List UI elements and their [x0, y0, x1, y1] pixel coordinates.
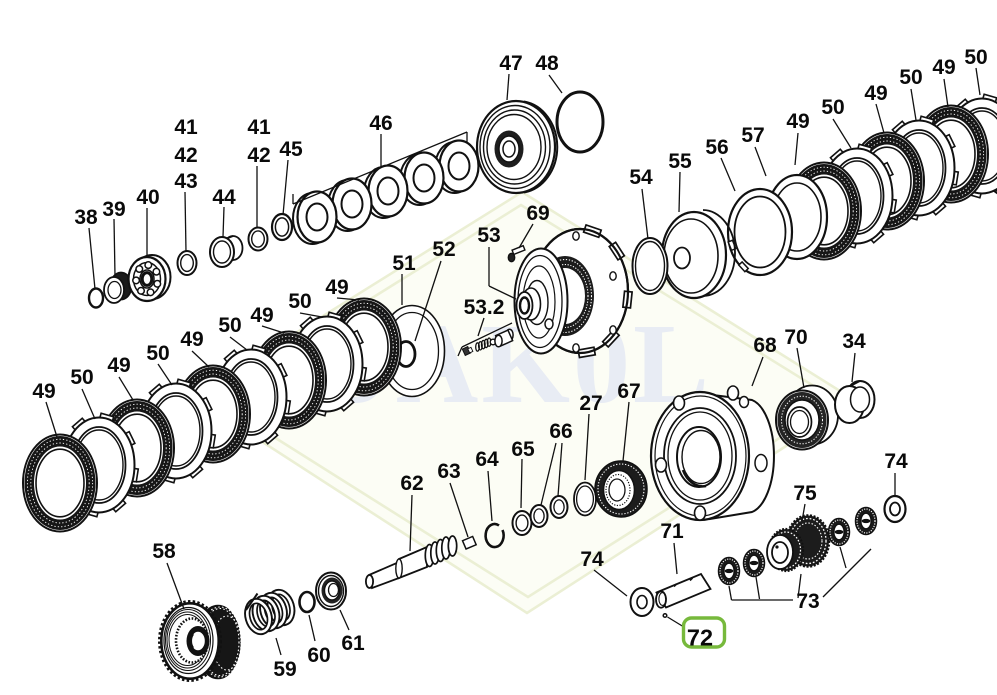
- svg-text:63: 63: [437, 460, 460, 483]
- svg-text:50: 50: [70, 366, 93, 389]
- svg-text:49: 49: [32, 380, 55, 403]
- svg-text:53: 53: [477, 224, 500, 247]
- svg-text:69: 69: [526, 202, 549, 225]
- svg-text:42: 42: [174, 144, 197, 167]
- svg-text:50: 50: [964, 46, 987, 69]
- svg-text:27: 27: [579, 392, 602, 415]
- svg-text:55: 55: [668, 150, 692, 173]
- svg-text:64: 64: [475, 448, 499, 471]
- svg-text:49: 49: [325, 276, 348, 299]
- svg-text:41: 41: [174, 116, 198, 139]
- svg-text:48: 48: [535, 52, 559, 75]
- svg-text:50: 50: [146, 342, 169, 365]
- svg-text:49: 49: [786, 110, 809, 133]
- svg-text:62: 62: [400, 472, 423, 495]
- svg-text:49: 49: [250, 304, 273, 327]
- svg-text:50: 50: [288, 290, 311, 313]
- svg-text:49: 49: [180, 328, 203, 351]
- svg-text:52: 52: [432, 238, 455, 261]
- svg-text:59: 59: [273, 658, 296, 681]
- svg-text:67: 67: [617, 380, 640, 403]
- svg-text:49: 49: [107, 354, 130, 377]
- svg-text:51: 51: [392, 252, 416, 275]
- svg-text:66: 66: [549, 420, 572, 443]
- svg-text:75: 75: [793, 482, 817, 505]
- svg-text:74: 74: [884, 450, 908, 473]
- svg-text:72: 72: [687, 625, 713, 651]
- svg-text:46: 46: [369, 112, 392, 135]
- svg-text:41: 41: [247, 116, 271, 139]
- svg-text:54: 54: [629, 166, 653, 189]
- svg-text:65: 65: [511, 438, 535, 461]
- svg-text:71: 71: [660, 520, 684, 543]
- svg-text:56: 56: [705, 136, 728, 159]
- svg-text:70: 70: [784, 326, 807, 349]
- svg-text:49: 49: [932, 56, 955, 79]
- svg-text:39: 39: [102, 198, 125, 221]
- svg-text:60: 60: [307, 644, 330, 667]
- svg-text:49: 49: [864, 82, 887, 105]
- svg-text:58: 58: [152, 540, 176, 563]
- svg-text:73: 73: [796, 590, 819, 613]
- svg-text:61: 61: [341, 632, 365, 655]
- svg-text:50: 50: [218, 314, 241, 337]
- svg-text:47: 47: [499, 52, 522, 75]
- svg-text:40: 40: [136, 186, 159, 209]
- svg-text:53.2: 53.2: [464, 296, 505, 319]
- svg-text:34: 34: [842, 330, 866, 353]
- svg-text:44: 44: [212, 186, 236, 209]
- svg-text:38: 38: [74, 206, 98, 229]
- svg-text:68: 68: [753, 334, 777, 357]
- svg-text:74: 74: [580, 548, 604, 571]
- svg-text:45: 45: [279, 138, 303, 161]
- svg-text:42: 42: [247, 144, 270, 167]
- svg-text:43: 43: [174, 170, 197, 193]
- svg-text:50: 50: [899, 66, 922, 89]
- svg-text:57: 57: [741, 124, 764, 147]
- svg-text:50: 50: [821, 96, 844, 119]
